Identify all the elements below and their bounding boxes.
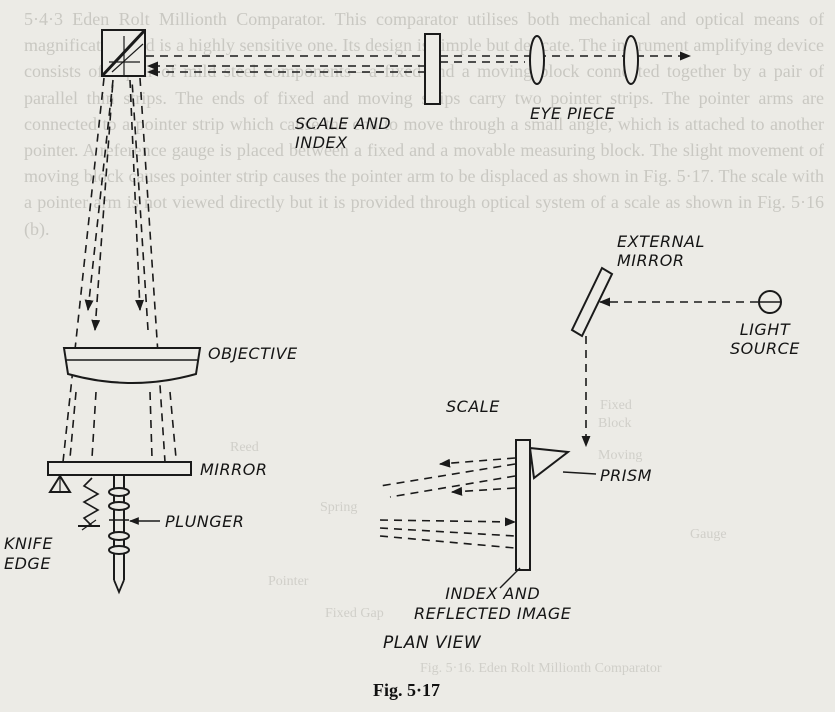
mirror-label: MIRROR: [200, 460, 268, 479]
horizontal-beam-paths: [146, 51, 692, 77]
eyepiece-lens-2: [623, 35, 639, 85]
ghost-label: Fixed: [600, 398, 632, 413]
eyepiece-lens-1: [529, 35, 545, 85]
vertical-beam-paths: [62, 77, 166, 463]
spring: [82, 477, 100, 527]
ghost-label: Moving: [598, 448, 643, 463]
scale-label: SCALE: [446, 397, 500, 416]
ghost-label: Block: [598, 416, 632, 431]
scale-and-index-plate: [424, 33, 441, 105]
plan-view-rays: [379, 457, 517, 549]
ghost-label: Fixed Gap: [325, 606, 384, 621]
plan-view-prism: [528, 446, 571, 480]
plan-view-label: PLAN VIEW: [383, 633, 482, 653]
ghost-label: Pointer: [268, 574, 309, 589]
knife-edge-label: KNIFE EDGE: [4, 534, 53, 573]
objective-lens: [62, 347, 202, 384]
ghost-label: Reed: [230, 440, 259, 455]
index-and-reflected-image-label: INDEX AND REFLECTED IMAGE: [414, 584, 572, 623]
knife-edge: [48, 474, 72, 493]
external-mirror-label: EXTERNAL MIRROR: [617, 232, 705, 270]
plunger: [108, 476, 130, 595]
eye-piece-label: EYE PIECE: [530, 104, 616, 123]
plunger-label: PLUNGER: [165, 512, 245, 531]
prism-label: PRISM: [600, 466, 652, 485]
objective-label: OBJECTIVE: [208, 344, 298, 363]
external-mirror: [570, 266, 614, 338]
ghost-label: Gauge: [690, 527, 727, 542]
light-source: [758, 290, 782, 314]
plan-view-scale: [515, 439, 531, 571]
ghost-caption: Fig. 5·16. Eden Rolt Millionth Comparato…: [420, 661, 662, 676]
scale-and-index-label: SCALE AND INDEX: [295, 114, 392, 152]
tilting-mirror: [47, 461, 192, 476]
top-prism: [100, 28, 147, 78]
ghost-label: Spring: [320, 500, 358, 515]
figure-caption: Fig. 5·17: [373, 680, 440, 700]
light-source-label: LIGHT SOURCE: [730, 320, 800, 358]
